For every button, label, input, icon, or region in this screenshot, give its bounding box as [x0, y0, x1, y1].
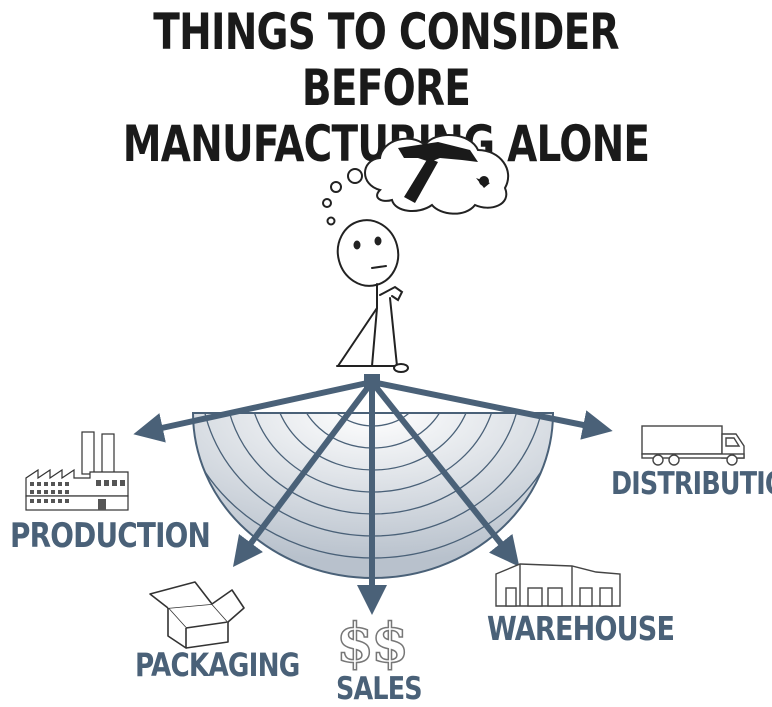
arrow-hub — [364, 374, 380, 390]
label-packaging: PACKAGING — [135, 646, 300, 684]
arrow-distribution — [371, 379, 613, 440]
label-warehouse: WAREHOUSE — [487, 609, 675, 648]
arrow-production — [133, 379, 373, 443]
svg-text:$: $ — [336, 611, 374, 675]
arrows — [133, 379, 613, 615]
arrow-warehouse — [369, 380, 520, 567]
stick-figure-icon — [336, 219, 409, 373]
title-line-1: THINGS TO CONSIDER BEFORE — [153, 3, 619, 117]
svg-text:$: $ — [371, 611, 409, 675]
hammer-icon — [398, 142, 490, 203]
dollar-icon: $ $ — [335, 610, 409, 676]
warehouse-icon — [495, 563, 621, 607]
truck-icon — [641, 425, 745, 466]
arrow-packaging — [232, 380, 375, 567]
factory-icon — [25, 431, 129, 511]
label-production: PRODUCTION — [10, 516, 211, 556]
page-title: THINGS TO CONSIDER BEFORE MANUFACTURING … — [85, 4, 687, 172]
box-icon — [149, 581, 245, 649]
label-sales: SALES — [336, 671, 423, 707]
label-distribution: DISTRIBUTION — [611, 466, 772, 502]
